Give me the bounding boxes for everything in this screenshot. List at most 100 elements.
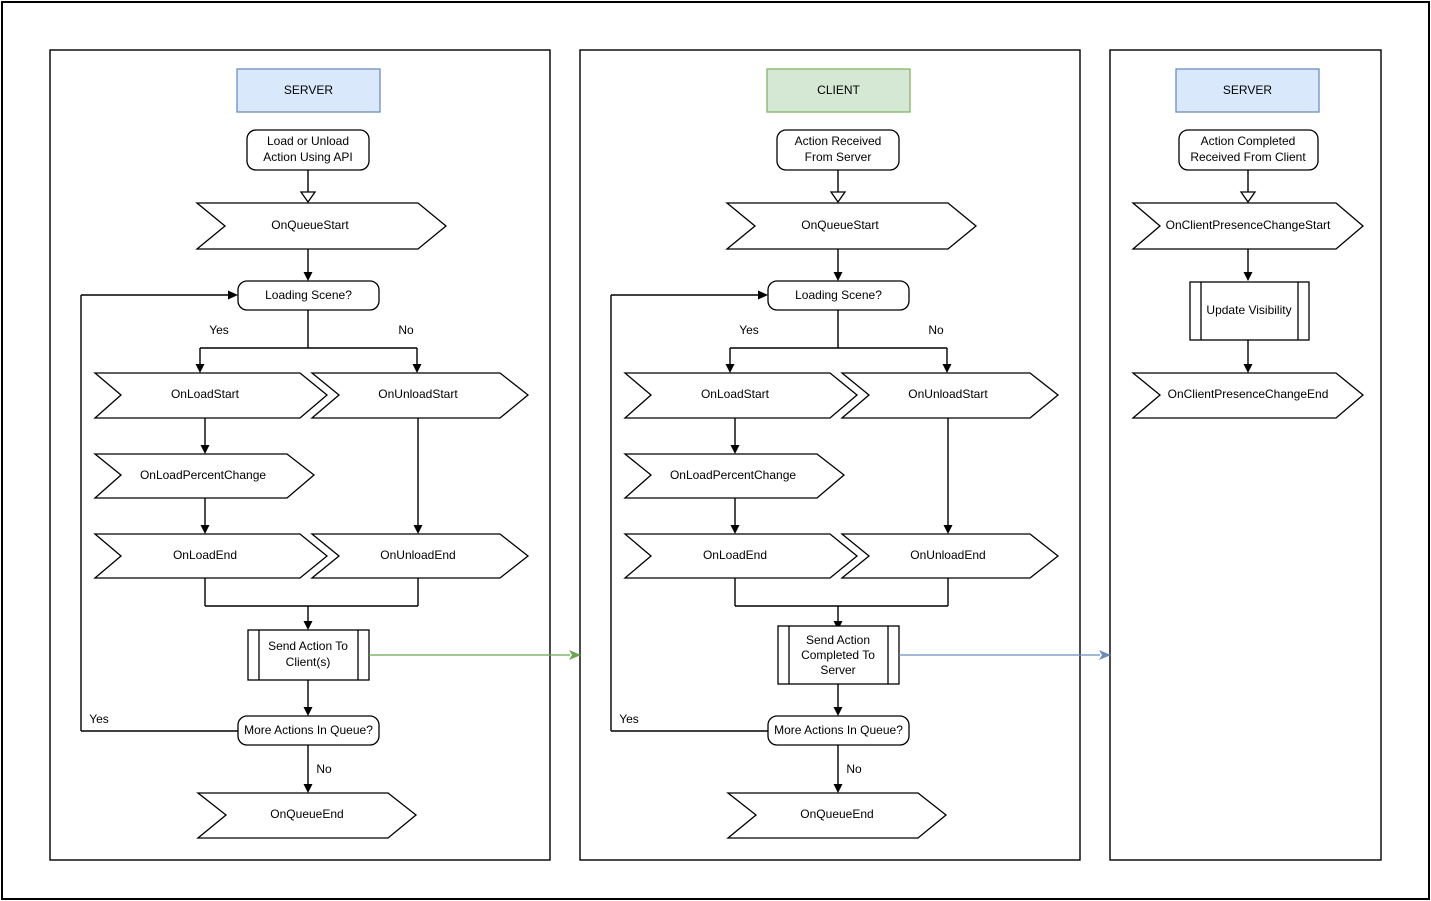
node-presence-end-label: OnClientPresenceChangeEnd [1168, 387, 1329, 401]
edge-label-no: No [398, 323, 414, 337]
edge-merge-to-sendaction [204, 578, 419, 622]
node-queue-start-label: OnQueueStart [801, 218, 879, 232]
arrowhead-icon [758, 290, 768, 300]
lane-client-header-label: CLIENT [817, 83, 860, 97]
arrowhead-blue-icon [1099, 650, 1111, 660]
lane-client-header-box [766, 68, 911, 113]
lane-server-left-header-box [236, 68, 381, 113]
node-load-end-label: OnLoadEnd [703, 548, 767, 562]
cross-lane-arrows [369, 650, 1111, 660]
node-loading-scene-label: Loading Scene? [265, 288, 352, 302]
node-queue-end [196, 792, 418, 839]
node-load-percent-label: OnLoadPercentChange [140, 468, 266, 482]
node-send-action-line3: Server [820, 663, 855, 677]
node-more-actions-label: More Actions In Queue? [774, 723, 903, 737]
node-start-line2: From Server [805, 150, 872, 164]
arrowhead-icon [303, 707, 313, 716]
edge-label-no: No [928, 323, 944, 337]
node-loading-scene-label: Loading Scene? [795, 288, 882, 302]
node-unload-start [310, 372, 530, 419]
node-presence-end [1131, 372, 1365, 419]
node-queue-end-label: OnQueueEnd [270, 807, 343, 821]
lane-server-right-header-box [1175, 68, 1320, 113]
node-update-visibility [1189, 281, 1310, 341]
edge-label-loop-yes: Yes [619, 712, 639, 726]
arrowhead-icon [195, 364, 205, 373]
lane-server-right: SERVER Action Completed Received From Cl… [1109, 49, 1382, 861]
arrowhead-icon [1243, 272, 1253, 281]
node-start-line2: Action Using API [263, 150, 352, 164]
arrowhead-icon [725, 364, 735, 373]
arrowhead-icon [833, 784, 843, 793]
edge-label-yes: Yes [209, 323, 229, 337]
node-start-line2: Received From Client [1190, 150, 1306, 164]
arrowhead-icon [200, 525, 210, 534]
node-presence-start [1131, 202, 1365, 250]
node-send-action [247, 629, 370, 681]
arrowhead-open-icon [829, 191, 847, 204]
node-load-percent [93, 453, 316, 499]
arrowhead-icon [200, 445, 210, 454]
node-unload-end-label: OnUnloadEnd [910, 548, 985, 562]
arrowhead-icon [943, 525, 953, 534]
edge-label-exit-no: No [316, 762, 332, 776]
arrowhead-icon [833, 707, 843, 716]
node-queue-start [195, 202, 448, 250]
edge-merge-to-sendaction [734, 578, 949, 622]
node-send-action-line1: Send Action [806, 633, 870, 647]
node-queue-start-label: OnQueueStart [271, 218, 349, 232]
edge-label-yes: Yes [739, 323, 759, 337]
lane-server-right-box [1109, 49, 1382, 861]
arrowhead-green-icon [569, 650, 581, 660]
node-load-end [623, 533, 859, 579]
node-load-percent-label: OnLoadPercentChange [670, 468, 796, 482]
arrowhead-icon [942, 364, 952, 373]
node-load-start-label: OnLoadStart [701, 387, 770, 401]
arrowhead-icon [730, 445, 740, 454]
node-presence-start-label: OnClientPresenceChangeStart [1166, 218, 1331, 232]
node-unload-start-label: OnUnloadStart [378, 387, 458, 401]
arrowhead-icon [303, 621, 313, 630]
lane-server-left: SERVER Load or Unload Action Using API O… [49, 49, 551, 861]
node-unload-start [840, 372, 1060, 419]
node-start-line1: Load or Unload [267, 134, 349, 148]
node-load-end-label: OnLoadEnd [173, 548, 237, 562]
node-unload-start-label: OnUnloadStart [908, 387, 988, 401]
arrowhead-open-icon [1239, 191, 1257, 204]
node-start-line1: Action Completed [1201, 134, 1296, 148]
lane-client: CLIENT Action Received From Server OnQue… [579, 49, 1081, 861]
node-unload-end [840, 533, 1060, 579]
arrowhead-icon [730, 525, 740, 534]
node-load-start-label: OnLoadStart [171, 387, 240, 401]
node-more-actions-label: More Actions In Queue? [244, 723, 373, 737]
arrowhead-icon [412, 364, 422, 373]
node-load-percent [623, 453, 846, 499]
arrowhead-icon [303, 784, 313, 793]
edge-label-exit-no: No [846, 762, 862, 776]
node-send-action-line2: Client(s) [286, 655, 331, 669]
node-load-end [93, 533, 329, 579]
lane-server-right-header-label: SERVER [1223, 83, 1272, 97]
node-queue-end [726, 792, 948, 839]
arrowhead-icon [228, 290, 238, 300]
arrowhead-open-icon [299, 191, 317, 204]
arrowhead-icon [413, 525, 423, 534]
node-send-action-line1: Send Action To [268, 639, 348, 653]
node-send-action-line2: Completed To [801, 648, 875, 662]
edge-decision-split [729, 310, 948, 365]
node-update-visibility-label: Update Visibility [1206, 303, 1291, 317]
arrowhead-icon [833, 272, 843, 281]
node-unload-end-label: OnUnloadEnd [380, 548, 455, 562]
arrowhead-icon [303, 272, 313, 281]
edge-decision-split [199, 310, 418, 365]
node-load-start [623, 372, 859, 419]
node-queue-start [725, 202, 978, 250]
node-load-start [93, 372, 329, 419]
node-queue-end-label: OnQueueEnd [800, 807, 873, 821]
node-unload-end [310, 533, 530, 579]
edge-label-loop-yes: Yes [89, 712, 109, 726]
arrowhead-icon [1243, 364, 1253, 373]
lane-server-left-header-label: SERVER [284, 83, 333, 97]
